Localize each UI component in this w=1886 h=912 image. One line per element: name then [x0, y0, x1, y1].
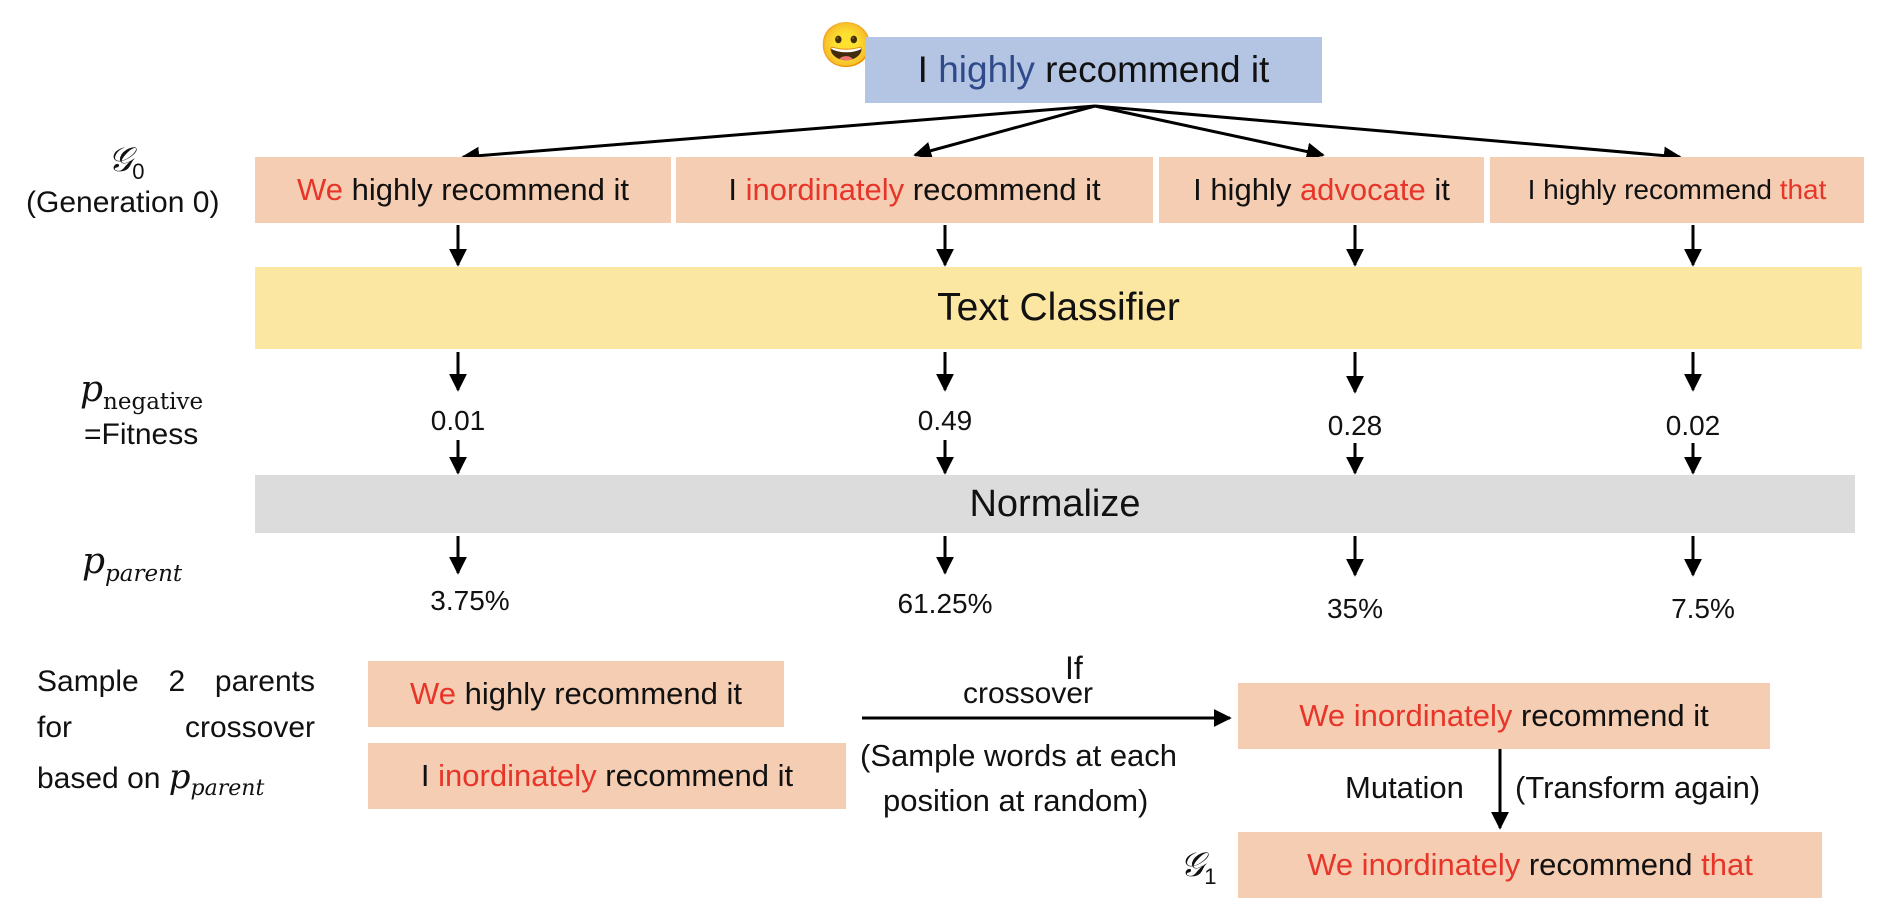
candidate-2-changed-word: inordinately: [745, 172, 905, 207]
crossover-if-label: If: [1065, 650, 1083, 686]
arrow-root-to-candidate-2: [913, 104, 1096, 160]
text-classifier-label: Text Classifier: [937, 286, 1180, 329]
root-pre: I: [917, 49, 939, 90]
parent-prob-4: 7.5%: [1671, 593, 1735, 624]
fitness-value-4: 0.02: [1665, 410, 1721, 441]
candidate-4-changed-word: that: [1779, 174, 1827, 205]
candidate-sentence-3: I highly advocate it: [1159, 157, 1484, 223]
smiley-emoji-icon: 😀: [819, 21, 874, 70]
g0-subscript: 0: [132, 158, 145, 184]
root-post: recommend it: [1034, 49, 1270, 90]
parent-sentence-1: We highly recommend it: [368, 661, 784, 727]
crossover-note-2: position at random): [883, 783, 1149, 818]
sampling-line-3: based on pparent: [37, 757, 265, 801]
candidate-sentence-4: I highly recommend that: [1490, 157, 1864, 223]
child-sentence: We inordinately recommend it: [1238, 683, 1770, 749]
fitness-value-3: 0.28: [1327, 410, 1383, 441]
root-sentence-box: I highly recommend it: [865, 37, 1322, 103]
parent-prob-2: 61.25%: [897, 588, 993, 619]
fitness-label: =Fitness: [84, 418, 199, 451]
parent-prob-1: 3.75%: [430, 585, 510, 616]
text-classifier-box: Text Classifier: [255, 267, 1862, 349]
g0-caption: (Generation 0): [26, 186, 220, 219]
normalize-box: Normalize: [255, 475, 1855, 533]
candidate-sentence-1: We highly recommend it: [255, 157, 671, 223]
mutation-note: (Transform again): [1515, 770, 1761, 805]
parent-sentence-2: I inordinately recommend it: [368, 743, 846, 809]
sampling-line-1: Sample 2 parents: [37, 665, 315, 698]
fitness-value-2: 0.49: [917, 405, 973, 436]
p-negative-label: pnegative: [80, 369, 204, 416]
crossover-note-1: (Sample words at each: [860, 738, 1178, 773]
arrow-root-to-candidate-1: [461, 104, 1096, 165]
g0-label: 𝒢0: [108, 140, 144, 185]
g0-symbol: 𝒢: [108, 140, 133, 180]
g1-label: 𝒢1: [1180, 845, 1217, 889]
arrow-root-to-candidate-4: [1094, 104, 1682, 165]
normalize-label: Normalize: [969, 482, 1141, 525]
candidate-3-changed-word: advocate: [1299, 172, 1426, 207]
root-highlight-word: highly: [938, 49, 1035, 90]
parent-prob-3: 35%: [1326, 593, 1384, 624]
candidate-1-changed-word: We: [297, 172, 343, 207]
candidate-sentence-2: I inordinately recommend it: [676, 157, 1153, 223]
arrow-root-to-candidate-3: [1094, 104, 1325, 161]
crossover-label: crossover: [963, 677, 1094, 710]
mutation-label: Mutation: [1345, 770, 1464, 805]
p-parent-label: pparent: [82, 541, 183, 588]
fitness-value-1: 0.01: [430, 405, 486, 436]
g1-sentence: We inordinately recommend that: [1238, 832, 1822, 898]
